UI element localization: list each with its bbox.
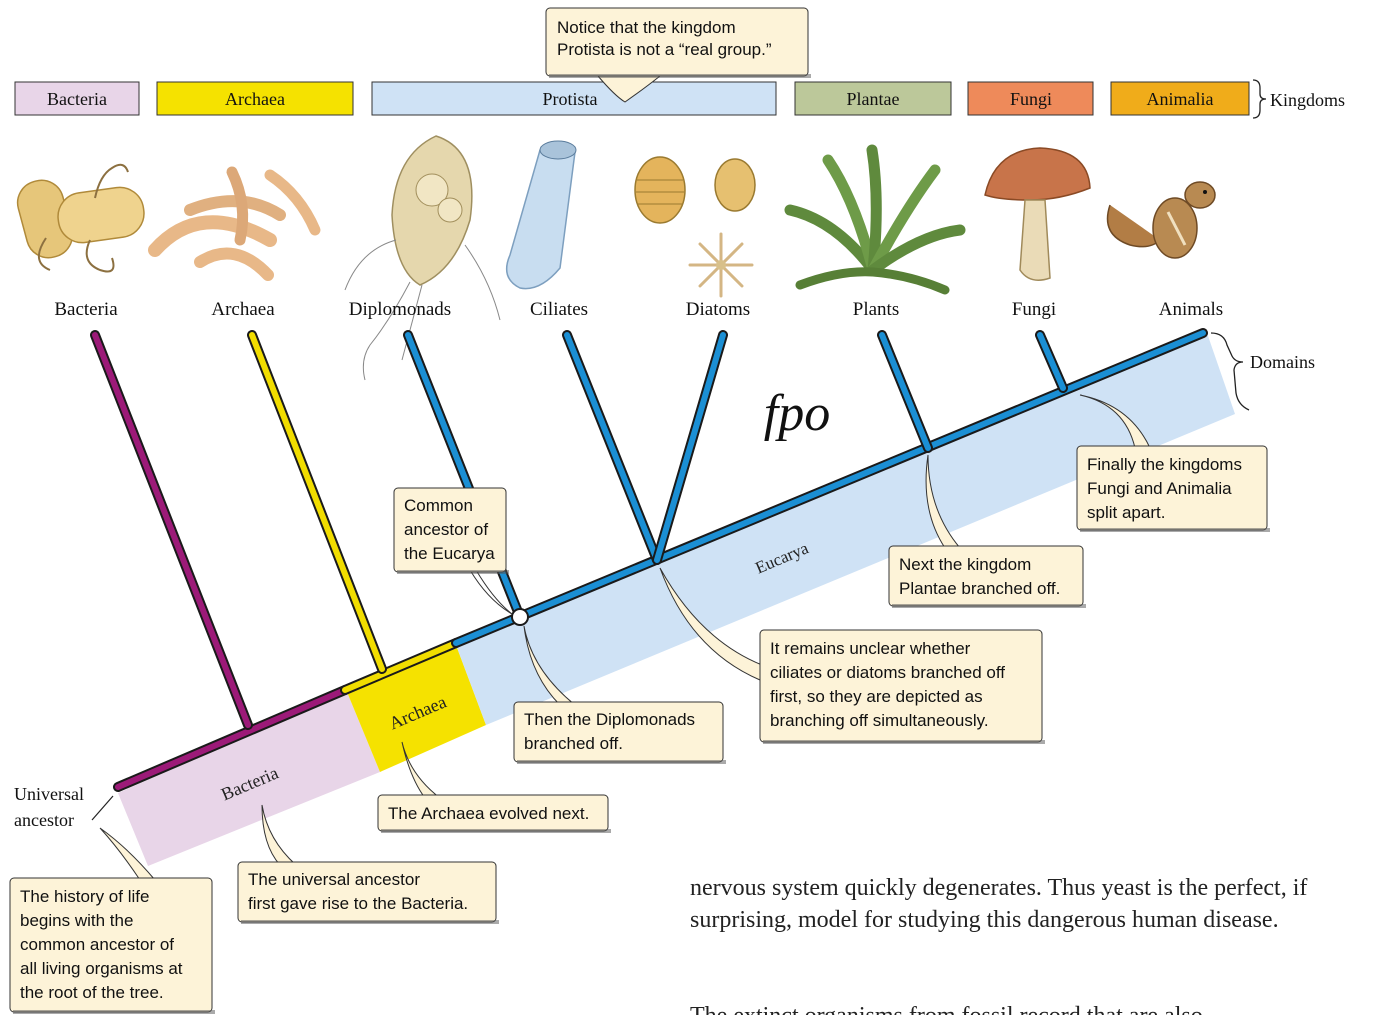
callout-ciliates-line1: It remains unclear whether — [770, 639, 971, 658]
domain-bands: Bacteria Archaea Eucarya Domains — [118, 333, 1315, 866]
organism-label-archaea: Archaea — [211, 299, 275, 320]
kingdoms-brace — [1253, 80, 1266, 118]
callout-bacteria-line1: The universal ancestor — [248, 870, 420, 889]
universal-ancestor-label-line1: Universal — [14, 784, 84, 804]
callout-archaea-line1: The Archaea evolved next. — [388, 804, 589, 823]
kingdom-fungi-label: Fungi — [1010, 89, 1052, 109]
callout-fungi-animalia-line3: split apart. — [1087, 503, 1165, 522]
callout-diplomonads-line1: Then the Diplomonads — [524, 710, 695, 729]
domains-label: Domains — [1250, 352, 1315, 372]
callout-history-line3: common ancestor of — [20, 935, 174, 954]
organism-label-diatoms: Diatoms — [686, 299, 750, 320]
organism-label-diplomonads: Diplomonads — [349, 299, 451, 320]
branch-archaea-color — [252, 335, 382, 669]
callout-ciliates-line3: first, so they are depicted as — [770, 687, 983, 706]
callout-eucarya-ancestor: Common ancestor of the Eucarya — [394, 488, 512, 614]
callout-history-line1: The history of life — [20, 887, 149, 906]
kingdom-bacteria-label: Bacteria — [47, 89, 107, 109]
kingdom-plantae-label: Plantae — [847, 89, 900, 109]
kingdom-protista-label: Protista — [542, 89, 597, 109]
callout-protista-line2: Protista is not a “real group.” — [557, 40, 772, 59]
animals-illustration — [1108, 182, 1216, 258]
kingdoms-label: Kingdoms — [1270, 90, 1345, 110]
callout-eucarya-line2: ancestor of — [404, 520, 488, 539]
branch-bacteria-color — [95, 335, 248, 725]
branch-ciliates-color — [567, 335, 657, 560]
organism-labels: Bacteria Archaea Diplomonads Ciliates Di… — [54, 299, 1223, 320]
branch-diatoms-color — [657, 335, 723, 560]
organism-illustrations — [13, 136, 1215, 380]
fungi-illustration — [985, 148, 1090, 280]
organism-label-animals: Animals — [1159, 299, 1223, 320]
callout-ciliates-line4: branching off simultaneously. — [770, 711, 989, 730]
callout-history-line2: begins with the — [20, 911, 133, 930]
callout-diplomonads-line2: branched off. — [524, 734, 623, 753]
body-paragraph: nervous system quickly degenerates. Thus… — [690, 872, 1370, 936]
diatoms-illustration — [635, 157, 755, 296]
organism-label-ciliates: Ciliates — [530, 299, 588, 320]
callout-fungi-animalia-line2: Fungi and Animalia — [1087, 479, 1232, 498]
branch-diplomonads-color — [408, 335, 520, 617]
plants-illustration — [790, 150, 960, 290]
body-paragraph-cut: The extinct organisms from fossil record… — [690, 1000, 1370, 1015]
kingdom-animalia-label: Animalia — [1147, 89, 1214, 109]
callout-history: The history of life begins with the comm… — [10, 828, 215, 1014]
callout-ciliates-line2: ciliates or diatoms branched off — [770, 663, 1005, 682]
kingdom-archaea-label: Archaea — [225, 89, 285, 109]
eucarya-ancestor-node — [512, 609, 528, 625]
organism-label-fungi: Fungi — [1012, 299, 1056, 320]
kingdom-animalia: Animalia — [1111, 82, 1249, 115]
callout-history-line5: the root of the tree. — [20, 983, 164, 1002]
universal-ancestor-label-line2: ancestor — [14, 810, 74, 830]
kingdom-archaea: Archaea — [157, 82, 353, 115]
callout-bacteria-line2: first gave rise to the Bacteria. — [248, 894, 468, 913]
fpo-placeholder: fpo — [764, 385, 830, 442]
kingdom-protista: Protista — [372, 82, 776, 115]
universal-ancestor-pointer — [92, 796, 113, 820]
diplomonads-illustration — [345, 136, 500, 380]
callout-plantae-line1: Next the kingdom — [899, 555, 1031, 574]
branch-plants-color — [882, 335, 928, 448]
callout-plantae-line2: Plantae branched off. — [899, 579, 1060, 598]
kingdom-plantae: Plantae — [795, 82, 951, 115]
callout-eucarya-line3: the Eucarya — [404, 544, 495, 563]
branch-fungi-color — [1040, 335, 1063, 388]
kingdom-fungi: Fungi — [968, 82, 1093, 115]
callout-fungi-animalia-line1: Finally the kingdoms — [1087, 455, 1242, 474]
callout-protista-line1: Notice that the kingdom — [557, 18, 736, 37]
organism-label-plants: Plants — [853, 299, 899, 320]
kingdom-bacteria: Bacteria — [15, 82, 139, 115]
callout-history-line4: all living organisms at — [20, 959, 183, 978]
ciliates-illustration — [507, 141, 576, 289]
kingdom-bar: Bacteria Archaea Protista Plantae Fungi … — [15, 80, 1345, 118]
bacteria-illustration — [13, 165, 147, 272]
organism-label-bacteria: Bacteria — [54, 299, 118, 320]
archaea-illustration — [155, 172, 315, 275]
callout-eucarya-line1: Common — [404, 496, 473, 515]
